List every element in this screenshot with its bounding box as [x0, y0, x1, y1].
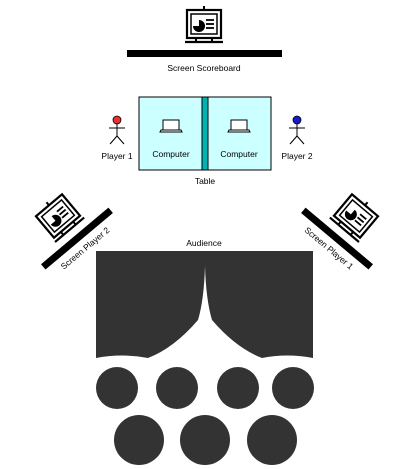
- audience-seat: [156, 367, 198, 409]
- computer-left-label: Computer: [152, 149, 189, 159]
- player2-figure: [288, 115, 306, 145]
- player1-label: Player 1: [101, 151, 132, 161]
- screen-player1-presentation-icon: [328, 188, 384, 244]
- screen-scoreboard-label: Screen Scoreboard: [167, 63, 241, 73]
- player2-head: [292, 115, 302, 125]
- audience-seat: [180, 415, 230, 465]
- table-divider: [201, 96, 209, 171]
- table: [138, 96, 272, 171]
- table-left-half: [138, 96, 203, 171]
- screen-player2-presentation-icon: [30, 188, 86, 244]
- player2-label: Player 2: [281, 151, 312, 161]
- laptop-icon-right: [227, 119, 251, 133]
- audience-seat: [114, 415, 164, 465]
- audience-seat: [217, 367, 259, 409]
- audience-label: Audience: [186, 238, 222, 248]
- scoreboard-screen-bar: [127, 50, 282, 57]
- screen-player2-bar: [41, 207, 113, 270]
- scoreboard-presentation-icon: [183, 4, 225, 44]
- player1-head: [112, 115, 122, 125]
- table-label: Table: [195, 176, 216, 186]
- computer-right-label: Computer: [220, 149, 257, 159]
- audience-area: [96, 251, 313, 358]
- laptop-icon-left: [159, 119, 183, 133]
- table-right-half: [207, 96, 272, 171]
- audience-seat: [272, 367, 314, 409]
- player1-figure: [108, 115, 126, 145]
- screen-player1-bar: [301, 207, 373, 270]
- audience-seats: [96, 367, 314, 465]
- audience-seat: [247, 415, 297, 465]
- audience-seat: [96, 367, 138, 409]
